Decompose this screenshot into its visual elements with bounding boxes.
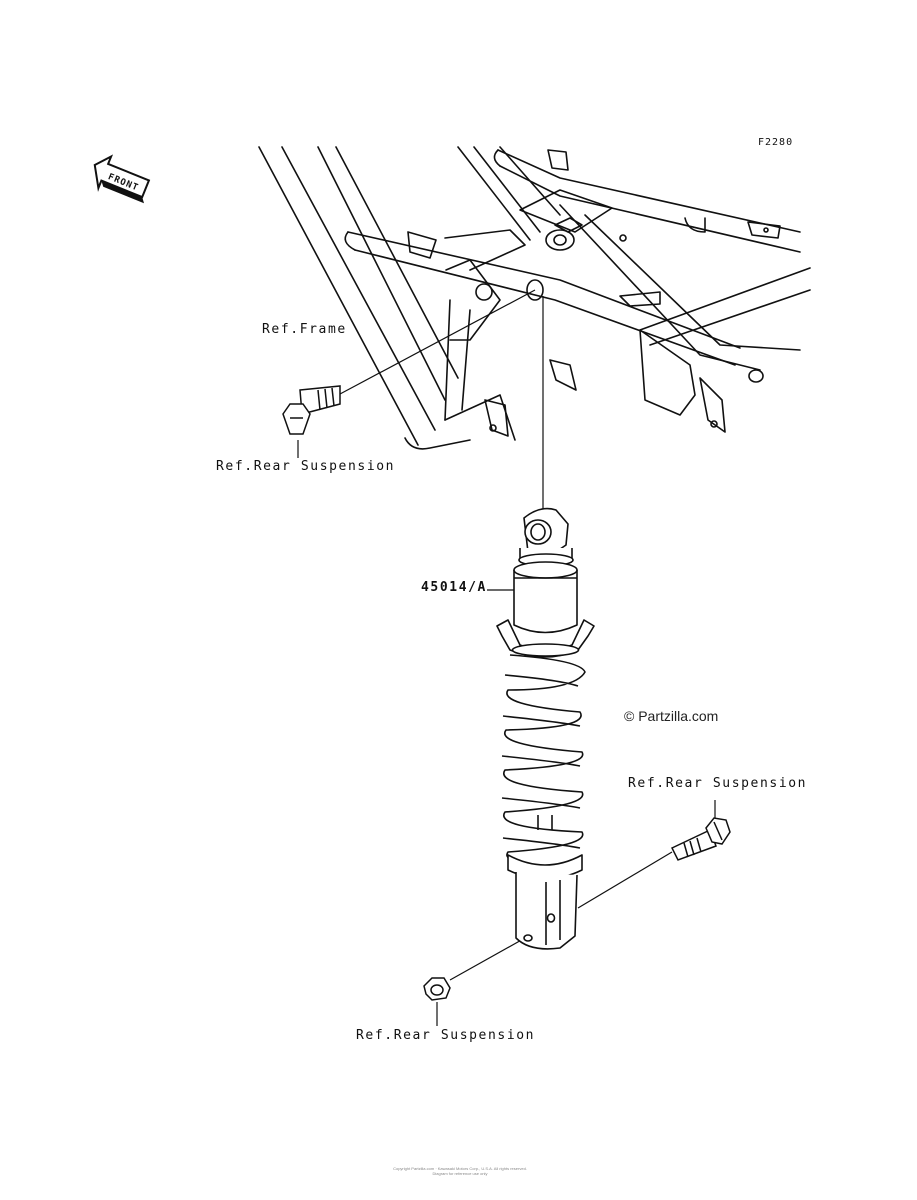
- lower-bolt-icon: [670, 817, 731, 861]
- part-number-label[interactable]: 45014/A: [421, 580, 487, 595]
- ref-rear-suspension-lower-bolt-label[interactable]: Ref.Rear Suspension: [628, 776, 808, 791]
- ref-rear-suspension-nut-label[interactable]: Ref.Rear Suspension: [356, 1028, 536, 1043]
- diagram-code: F2280: [758, 137, 794, 148]
- ref-frame-label[interactable]: Ref.Frame: [262, 322, 347, 337]
- partzilla-watermark: © Partzilla.com: [624, 708, 719, 724]
- leader-lines: [297, 289, 716, 1026]
- upper-bolt-icon: [282, 385, 341, 435]
- frame-illustration: [258, 146, 811, 450]
- ref-rear-suspension-upper-label[interactable]: Ref.Rear Suspension: [216, 459, 396, 474]
- footer-line-2: Diagram for reference use only: [432, 1171, 488, 1176]
- front-arrow-icon: FRONT: [93, 154, 151, 204]
- footer-line-1: Copyright Partzilla.com · Kawasaki Motor…: [393, 1166, 527, 1171]
- nut-icon: [423, 977, 451, 1001]
- copyright-footer: Copyright Partzilla.com · Kawasaki Motor…: [300, 1166, 620, 1176]
- shock-absorber-illustration: [496, 507, 595, 950]
